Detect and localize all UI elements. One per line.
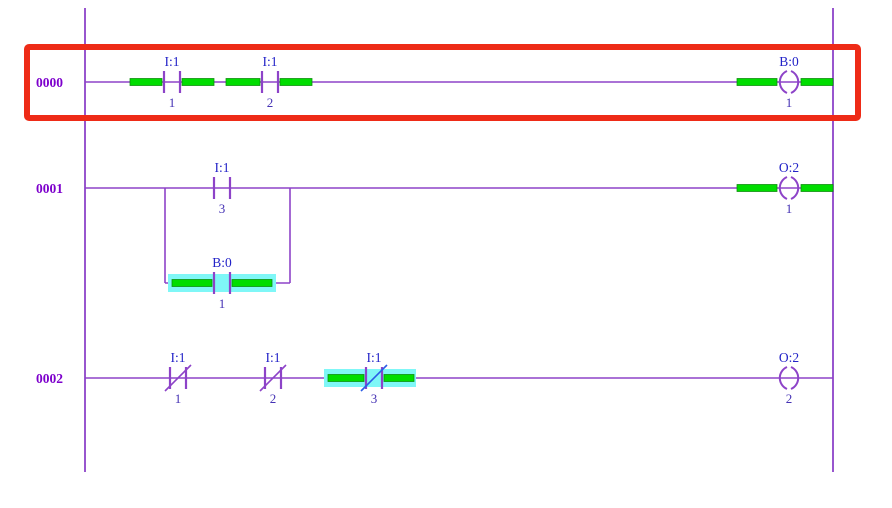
instruction-bit: 2 <box>786 391 793 406</box>
energized-segment <box>231 279 273 287</box>
energized-segment <box>129 78 163 86</box>
contact-xic-I1-3[interactable]: I:1 3 <box>212 160 232 216</box>
instruction-address: I:1 <box>367 350 382 365</box>
instruction-address: I:1 <box>266 350 281 365</box>
nc-slash <box>164 364 192 392</box>
rung-number[interactable]: 0002 <box>36 371 63 386</box>
energized-segment <box>225 78 261 86</box>
energized-segment <box>736 184 778 192</box>
instruction-bit: 1 <box>169 95 176 110</box>
instruction-bit: 3 <box>371 391 378 406</box>
energized-segment <box>181 78 215 86</box>
nc-slash <box>360 364 388 392</box>
instruction-address: I:1 <box>165 54 180 69</box>
instruction-bit: 1 <box>786 95 793 110</box>
contact-xio-I1-1[interactable]: I:1 1 <box>164 350 192 406</box>
contact-xic-B0-1-branch[interactable]: B:0 1 <box>168 255 276 311</box>
coil-arc-left <box>778 366 788 390</box>
energized-segment <box>171 279 213 287</box>
instruction-address: I:1 <box>215 160 230 175</box>
instruction-address: B:0 <box>212 255 232 270</box>
rung-0002: 0002 I:1 1 I:1 2 I:1 3 <box>36 350 833 406</box>
rung-0001: 0001 I:1 3 B:0 1 O:2 1 <box>36 160 834 311</box>
contact-xio-I1-3[interactable]: I:1 3 <box>324 350 416 406</box>
rung-0000-highlight-box <box>24 44 861 121</box>
energized-segment <box>279 78 313 86</box>
instruction-bit: 2 <box>270 391 277 406</box>
coil-ote-O2-2[interactable]: O:2 2 <box>778 350 800 406</box>
coil-arc-right <box>790 176 800 200</box>
energized-segment <box>800 184 834 192</box>
coil-arc-left <box>778 70 788 94</box>
instruction-address: O:2 <box>779 160 799 175</box>
energized-segment <box>327 374 365 382</box>
rung-0000: 0000 I:1 1 I:1 2 B:0 1 <box>36 54 834 110</box>
coil-arc-left <box>778 176 788 200</box>
instruction-address: I:1 <box>263 54 278 69</box>
energized-highlight <box>168 274 276 292</box>
energized-segment <box>800 78 834 86</box>
contact-xic-I1-2[interactable]: I:1 2 <box>260 54 280 110</box>
rung-number[interactable]: 0001 <box>36 181 63 196</box>
instruction-address: I:1 <box>171 350 186 365</box>
rung-number[interactable]: 0000 <box>36 75 63 90</box>
coil-ote-O2-1[interactable]: O:2 1 <box>736 160 834 216</box>
energized-highlight <box>324 369 416 387</box>
instruction-bit: 1 <box>175 391 182 406</box>
instruction-bit: 3 <box>219 201 226 216</box>
coil-arc-right <box>790 366 800 390</box>
nc-slash <box>259 364 287 392</box>
instruction-bit: 1 <box>786 201 793 216</box>
instruction-address: B:0 <box>779 54 799 69</box>
coil-arc-right <box>790 70 800 94</box>
contact-xio-I1-2[interactable]: I:1 2 <box>259 350 287 406</box>
instruction-bit: 2 <box>267 95 274 110</box>
energized-segment <box>383 374 415 382</box>
instruction-address: O:2 <box>779 350 799 365</box>
instruction-bit: 1 <box>219 296 226 311</box>
contact-xic-I1-1[interactable]: I:1 1 <box>162 54 182 110</box>
coil-ote-B0-1[interactable]: B:0 1 <box>778 54 800 110</box>
energized-segment <box>736 78 778 86</box>
